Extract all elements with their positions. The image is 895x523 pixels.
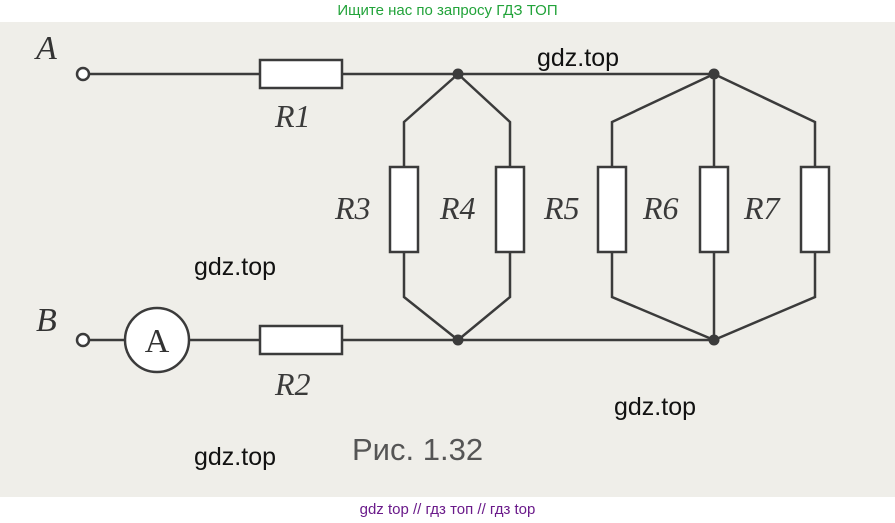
terminal-a-label: A — [36, 30, 57, 67]
terminal-b-circle — [75, 332, 91, 348]
top-banner[interactable]: Ищите нас по запросу ГДЗ ТОП — [337, 2, 558, 19]
wire-r7-branch-bottom — [713, 252, 817, 342]
resistor-r7-label: R7 — [744, 190, 780, 226]
figure-caption: Рис. 1.32 — [352, 432, 484, 467]
resistor-r1-label: R1 — [275, 98, 311, 134]
resistor-r5-label: R5 — [544, 190, 580, 226]
resistor-r2-body — [258, 324, 344, 356]
wire-r3-branch-top — [402, 73, 459, 167]
terminal-a-circle — [75, 66, 91, 82]
bottom-banner[interactable]: gdz top // гдз топ // гдз top — [359, 501, 536, 518]
resistor-r1-body — [258, 58, 344, 90]
wire-r4-branch-top — [457, 73, 512, 167]
junction-node-2 — [708, 68, 720, 80]
junction-node-1 — [452, 68, 464, 80]
ammeter-label: A — [145, 323, 170, 360]
resistor-r2-label: R2 — [275, 366, 311, 402]
wire-r4-branch-bottom — [457, 252, 512, 341]
junction-node-3 — [452, 334, 464, 346]
junction-node-4 — [708, 334, 720, 346]
watermark-text: gdz.top — [614, 393, 697, 421]
wire-r7-branch-top — [713, 72, 817, 167]
watermark-text: gdz.top — [194, 253, 277, 281]
wire-r5-branch-bottom — [610, 252, 715, 342]
resistor-r5-body — [596, 165, 628, 254]
terminal-b-label: B — [36, 302, 57, 339]
watermark-text: gdz.top — [194, 443, 277, 471]
wire-r5-branch-top — [610, 72, 715, 167]
resistor-r7-body — [799, 165, 831, 254]
circuit-figure: A A B R1 R2 R3 R4 R5 R6 R7 gdz.top gdz.t… — [0, 22, 895, 497]
resistor-r3-label: R3 — [335, 190, 371, 226]
wire-r3-branch-bottom — [402, 252, 459, 341]
resistor-r6-label: R6 — [643, 190, 679, 226]
watermark-text: gdz.top — [537, 44, 620, 72]
resistor-r4-body — [494, 165, 526, 254]
resistor-r6-body — [698, 165, 730, 254]
resistor-r3-body — [388, 165, 420, 254]
circuit-diagram: A — [75, 58, 831, 374]
resistor-r4-label: R4 — [440, 190, 476, 226]
